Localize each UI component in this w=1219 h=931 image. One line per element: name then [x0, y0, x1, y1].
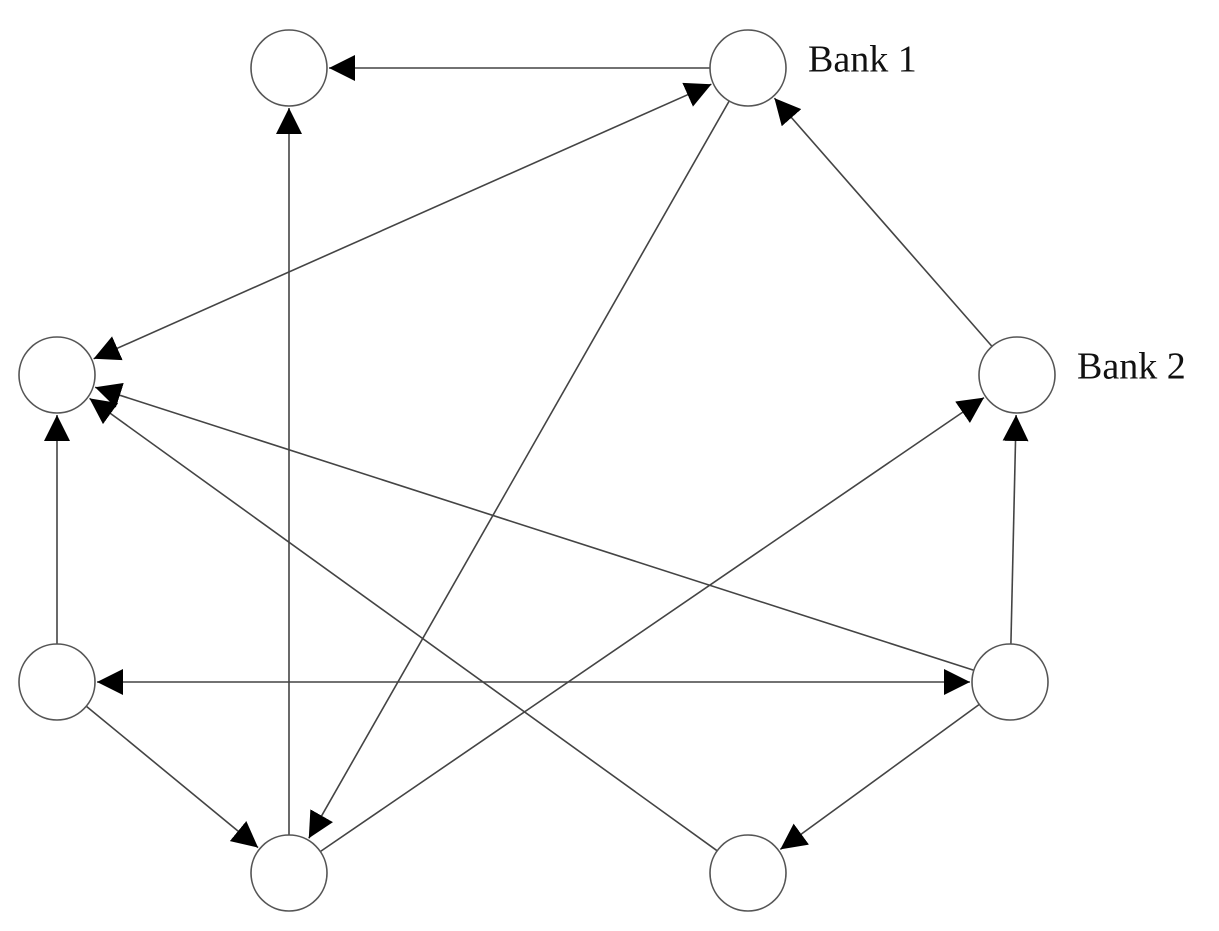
node-mid-right [978, 336, 1056, 414]
edge-top-right-to-bottom-left [308, 100, 730, 839]
node-mid-left [18, 336, 96, 414]
edge-low-right-to-mid-right [1002, 414, 1029, 645]
node-label-mid-right: Bank 2 [1077, 346, 1186, 388]
edge-bottom-right-to-mid-left [89, 397, 718, 852]
node-low-right [971, 643, 1049, 721]
edge-bottom-left-to-mid-right [319, 396, 985, 853]
node-low-left [18, 643, 96, 721]
node-top-left [250, 29, 328, 107]
edge-top-right-to-mid-left [93, 82, 712, 361]
edge-low-right-to-bottom-right [779, 703, 980, 851]
edges [44, 55, 1029, 853]
node-bottom-right [709, 834, 787, 912]
edge-low-left-to-bottom-left [85, 705, 259, 849]
edge-low-right-to-mid-left [94, 382, 975, 672]
node-bottom-left [250, 834, 328, 912]
nodes [18, 29, 1056, 912]
node-label-top-right: Bank 1 [808, 39, 917, 81]
node-labels: Bank 1 Bank 2 [808, 39, 1186, 388]
edge-mid-right-to-top-right [773, 97, 993, 347]
node-top-right [709, 29, 787, 107]
